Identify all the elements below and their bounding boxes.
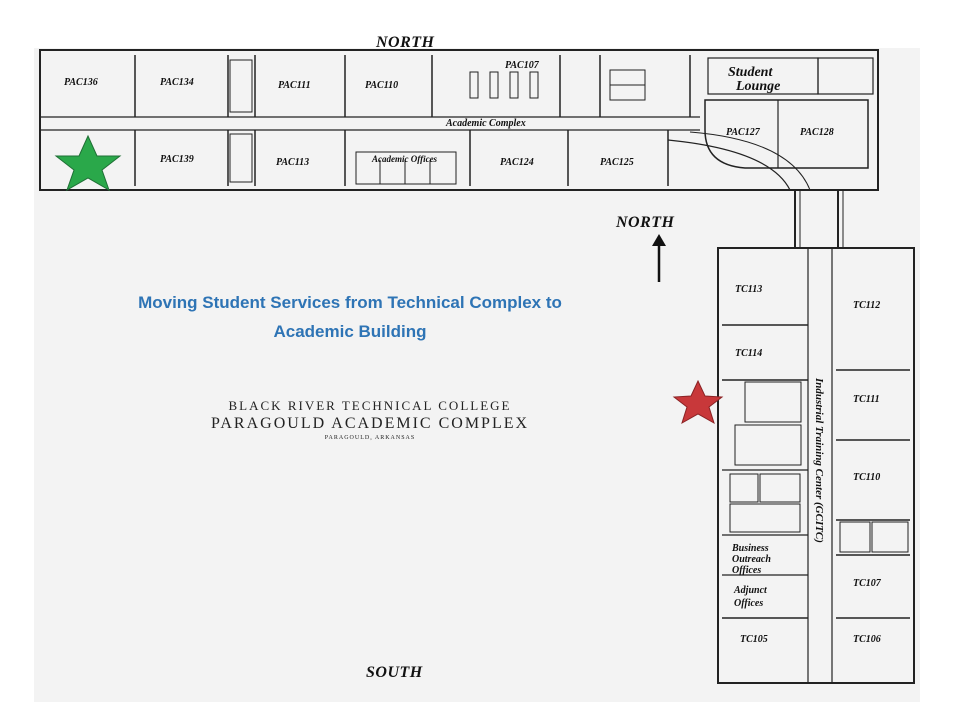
technical-wing-outline bbox=[717, 247, 915, 684]
room-pac107: PAC107 bbox=[505, 60, 540, 71]
room-tc105: TC105 bbox=[740, 634, 768, 645]
room-pac124: PAC124 bbox=[500, 157, 534, 168]
academic-complex-label: Academic Complex bbox=[445, 118, 526, 129]
adjunct-line1: Adjunct bbox=[733, 585, 768, 596]
caption-line2: Academic Building bbox=[273, 322, 427, 341]
room-pac110: PAC110 bbox=[365, 80, 398, 91]
slide-caption: Moving Student Services from Technical C… bbox=[60, 288, 640, 346]
college-title-block: BLACK RIVER TECHNICAL COLLEGE PARAGOULD … bbox=[170, 398, 570, 441]
north-arrow-label: NORTH bbox=[616, 214, 675, 231]
academic-wing bbox=[39, 49, 879, 191]
complex-name: PARAGOULD ACADEMIC COMPLEX bbox=[210, 415, 530, 432]
room-labels: PAC136 PAC134 PAC111 PAC110 PAC107 PAC13… bbox=[64, 60, 882, 645]
room-pac136: PAC136 bbox=[64, 77, 98, 88]
business-outreach-line3: Offices bbox=[732, 565, 761, 576]
room-pac134: PAC134 bbox=[160, 77, 194, 88]
room-tc111: TC111 bbox=[853, 394, 880, 405]
room-tc106: TC106 bbox=[853, 634, 881, 645]
business-outreach-line1: Business bbox=[731, 543, 769, 554]
college-location: PARAGOULD, ARKANSAS bbox=[324, 435, 416, 441]
academic-wing-outline bbox=[39, 49, 879, 191]
room-pac111: PAC111 bbox=[278, 80, 311, 91]
room-tc110: TC110 bbox=[853, 472, 880, 483]
caption-line1: Moving Student Services from Technical C… bbox=[138, 293, 562, 312]
college-name: BLACK RIVER TECHNICAL COLLEGE bbox=[228, 398, 512, 413]
adjunct-line2: Offices bbox=[734, 598, 763, 609]
student-lounge-line1: Student bbox=[728, 65, 773, 80]
academic-offices-label: Academic Offices bbox=[371, 154, 438, 164]
green-star-icon bbox=[54, 134, 122, 192]
technical-wing bbox=[717, 247, 915, 684]
student-lounge-line2: Lounge bbox=[735, 79, 780, 94]
industrial-training-center-label: Industrial Training Center (GCITC) bbox=[813, 377, 825, 543]
scanned-plan-background bbox=[34, 48, 920, 702]
red-star-icon bbox=[672, 379, 724, 425]
room-pac113: PAC113 bbox=[276, 157, 309, 168]
south-label: SOUTH bbox=[366, 664, 423, 681]
room-tc107: TC107 bbox=[853, 578, 882, 589]
room-pac128: PAC128 bbox=[800, 127, 834, 138]
room-pac127: PAC127 bbox=[726, 127, 761, 138]
business-outreach-line2: Outreach bbox=[732, 554, 771, 565]
room-tc113: TC113 bbox=[735, 284, 762, 295]
north-label-top: NORTH bbox=[376, 34, 435, 51]
room-pac139: PAC139 bbox=[160, 154, 194, 165]
north-arrow-icon bbox=[652, 234, 666, 282]
room-tc112: TC112 bbox=[853, 300, 880, 311]
room-pac125: PAC125 bbox=[600, 157, 634, 168]
connector-corridor bbox=[794, 190, 844, 248]
room-tc114: TC114 bbox=[735, 348, 762, 359]
